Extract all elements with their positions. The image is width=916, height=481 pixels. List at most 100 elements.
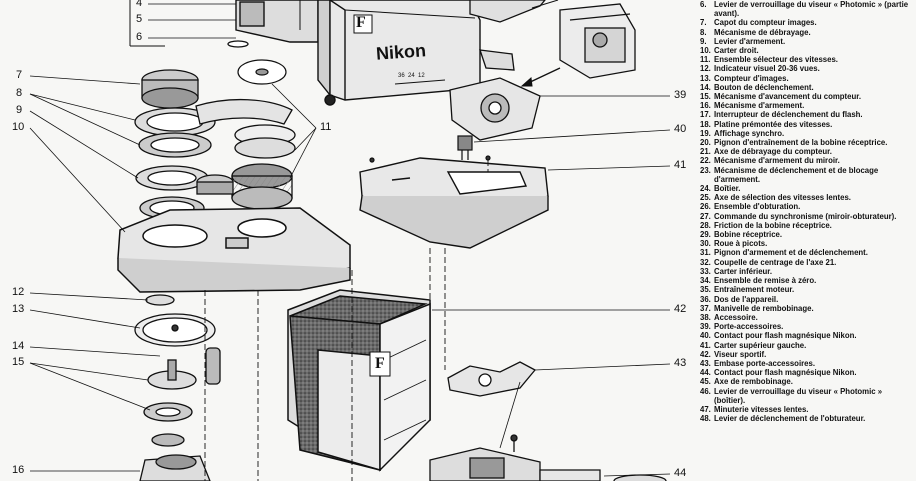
legend-item: 14.Bouton de déclenchement. — [700, 83, 912, 92]
legend-item-number: 21. — [700, 147, 711, 157]
callout-12: 12 — [12, 286, 25, 298]
legend-item-number: 48. — [700, 414, 711, 424]
legend-item-number: 46. — [700, 386, 711, 396]
callout-4: 4 — [136, 0, 143, 9]
legend-item-text: Mécanisme d'armement. — [714, 101, 805, 111]
accessory-base-lower — [429, 361, 667, 481]
nikon-logo: Nikon — [375, 40, 427, 64]
legend-item-text: Indicateur visuel 20-36 vues. — [714, 64, 820, 74]
legend-item-number: 36. — [700, 294, 711, 304]
left-assembly-stack — [134, 40, 293, 220]
legend-item: 18.Platine prémontée des vitesses. — [700, 120, 912, 129]
legend-item-number: 28. — [700, 220, 711, 230]
legend-item-text: Levier de verrouillage du viseur « Photo… — [714, 0, 909, 19]
legend-item: 16.Mécanisme d'armement. — [700, 101, 912, 110]
legend-item-number: 11. — [700, 55, 711, 65]
shutter-speed-dial — [237, 59, 287, 85]
legend-item-text: Levier d'armement. — [714, 36, 786, 46]
legend-item: 21.Axe de débrayage du compteur. — [700, 147, 912, 156]
callout-39: 39 — [674, 89, 687, 101]
legend-item: 13.Compteur d'images. — [700, 74, 912, 83]
alignment-lines — [204, 160, 489, 481]
legend-item-text: Manivelle de rembobinage. — [714, 303, 814, 313]
legend-item-number: 33. — [700, 266, 711, 276]
legend-item-text: Embase porte-accessoires. — [714, 358, 815, 368]
legend-item-number: 14. — [700, 82, 711, 92]
left-top-cover — [359, 157, 549, 249]
legend-item-number: 9. — [700, 36, 707, 46]
legend-item-number: 39. — [700, 322, 711, 332]
legend-item-text: Porte-accessoires. — [714, 322, 784, 332]
counter-scale: 36 24 12 — [398, 73, 425, 79]
accessory-shoe-plate — [449, 49, 541, 141]
legend-item: 36.Dos de l'appareil. — [700, 295, 912, 304]
legend-item: 9. Levier d'armement. — [700, 37, 912, 46]
legend-item: 27.Commande du synchronisme (miroir-obtu… — [700, 212, 912, 221]
legend-item-number: 8. — [700, 27, 707, 37]
legend-item-text: Ensemble de remise à zéro. — [714, 276, 817, 286]
callout-9: 9 — [16, 104, 23, 116]
legend-item-number: 26. — [700, 202, 711, 212]
legend-item-text: Interrupteur de déclenchement du flash. — [714, 110, 863, 120]
prism-letter-bottom: F — [375, 355, 385, 372]
legend-item: 34.Ensemble de remise à zéro. — [700, 276, 912, 285]
legend-item: 39.Porte-accessoires. — [700, 322, 912, 331]
legend-item-text: Accessoire. — [714, 312, 758, 322]
legend-item-text: Axe de sélection des vitesses lentes. — [714, 193, 851, 203]
legend-item-text: Bobine réceptrice. — [714, 230, 783, 240]
legend-item-text: Carter inférieur. — [714, 266, 773, 276]
legend-item: 42.Viseur sportif. — [700, 350, 912, 359]
legend-item-text: Axe de débrayage du compteur. — [714, 147, 832, 157]
legend-item-number: 27. — [700, 211, 711, 221]
legend-item-text: Dos de l'appareil. — [714, 294, 779, 304]
top-left-bracket — [129, 0, 165, 47]
legend-item: 20.Pignon d'entraînement de la bobine ré… — [700, 138, 912, 147]
legend-item-number: 38. — [700, 312, 711, 322]
legend-item-number: 6. — [700, 0, 707, 9]
legend-item-number: 25. — [700, 193, 711, 203]
legend-item-text: Commande du synchronisme (miroir-obturat… — [714, 211, 897, 221]
legend-item-number: 40. — [700, 331, 711, 341]
legend-item-number: 35. — [700, 285, 711, 295]
legend-item-number: 15. — [700, 92, 711, 102]
legend-item: 43.Embase porte-accessoires. — [700, 359, 912, 368]
legend-item-number: 41. — [700, 340, 711, 350]
legend-item-number: 37. — [700, 303, 711, 313]
prism-letter-top: F — [356, 14, 366, 31]
pointer-arrow — [520, 67, 561, 87]
legend-item: 17.Interrupteur de déclenchement du flas… — [700, 110, 912, 119]
legend-item-text: Carter supérieur gauche. — [714, 340, 807, 350]
legend-item: 30.Roue à picots. — [700, 239, 912, 248]
legend-item: 35.Entraînement moteur. — [700, 285, 912, 294]
legend-item: 24.Boîtier. — [700, 184, 912, 193]
legend-item-number: 34. — [700, 276, 711, 286]
callout-14: 14 — [12, 340, 25, 352]
legend-item: 25.Axe de sélection des vitesses lentes. — [700, 193, 912, 202]
legend-item: 19.Affichage synchro. — [700, 129, 912, 138]
legend-item: 11.Ensemble sélecteur des vitesses. — [700, 55, 912, 64]
legend-item-number: 18. — [700, 119, 711, 129]
legend-item-text: Mécanisme de débrayage. — [714, 27, 811, 37]
legend-item: 46.Levier de verrouillage du viseur « Ph… — [700, 387, 912, 405]
legend-item: 12.Indicateur visuel 20-36 vues. — [700, 64, 912, 73]
parts-legend: 6. Levier de verrouillage du viseur « Pho… — [700, 0, 912, 423]
legend-item: 47.Minuterie vitesses lentes. — [700, 405, 912, 414]
legend-item-number: 20. — [700, 138, 711, 148]
legend-item: 7.Capot du compteur images. — [700, 18, 912, 27]
legend-item: 41.Carter supérieur gauche. — [700, 341, 912, 350]
legend-item: 31.Pignon d'armement et de déclenchement… — [700, 248, 912, 257]
legend-item-text: Viseur sportif. — [714, 349, 767, 359]
legend-item-number: 31. — [700, 248, 711, 258]
legend-item: 38.Accessoire. — [700, 313, 912, 322]
legend-item: 45.Axe de rembobinage. — [700, 377, 912, 386]
legend-item-number: 12. — [700, 64, 711, 74]
legend-item: 28.Friction de la bobine réceptrice. — [700, 221, 912, 230]
legend-item-text: Roue à picots. — [714, 239, 768, 249]
legend-item-number: 44. — [700, 368, 711, 378]
legend-item-text: Mécanisme de déclenchement et de blocage… — [714, 165, 879, 184]
legend-item-text: Levier de verrouillage du viseur « Photo… — [714, 386, 883, 405]
legend-item-text: Friction de la bobine réceptrice. — [714, 220, 832, 230]
legend-item-number: 7. — [700, 18, 707, 28]
legend-item-number: 29. — [700, 230, 711, 240]
